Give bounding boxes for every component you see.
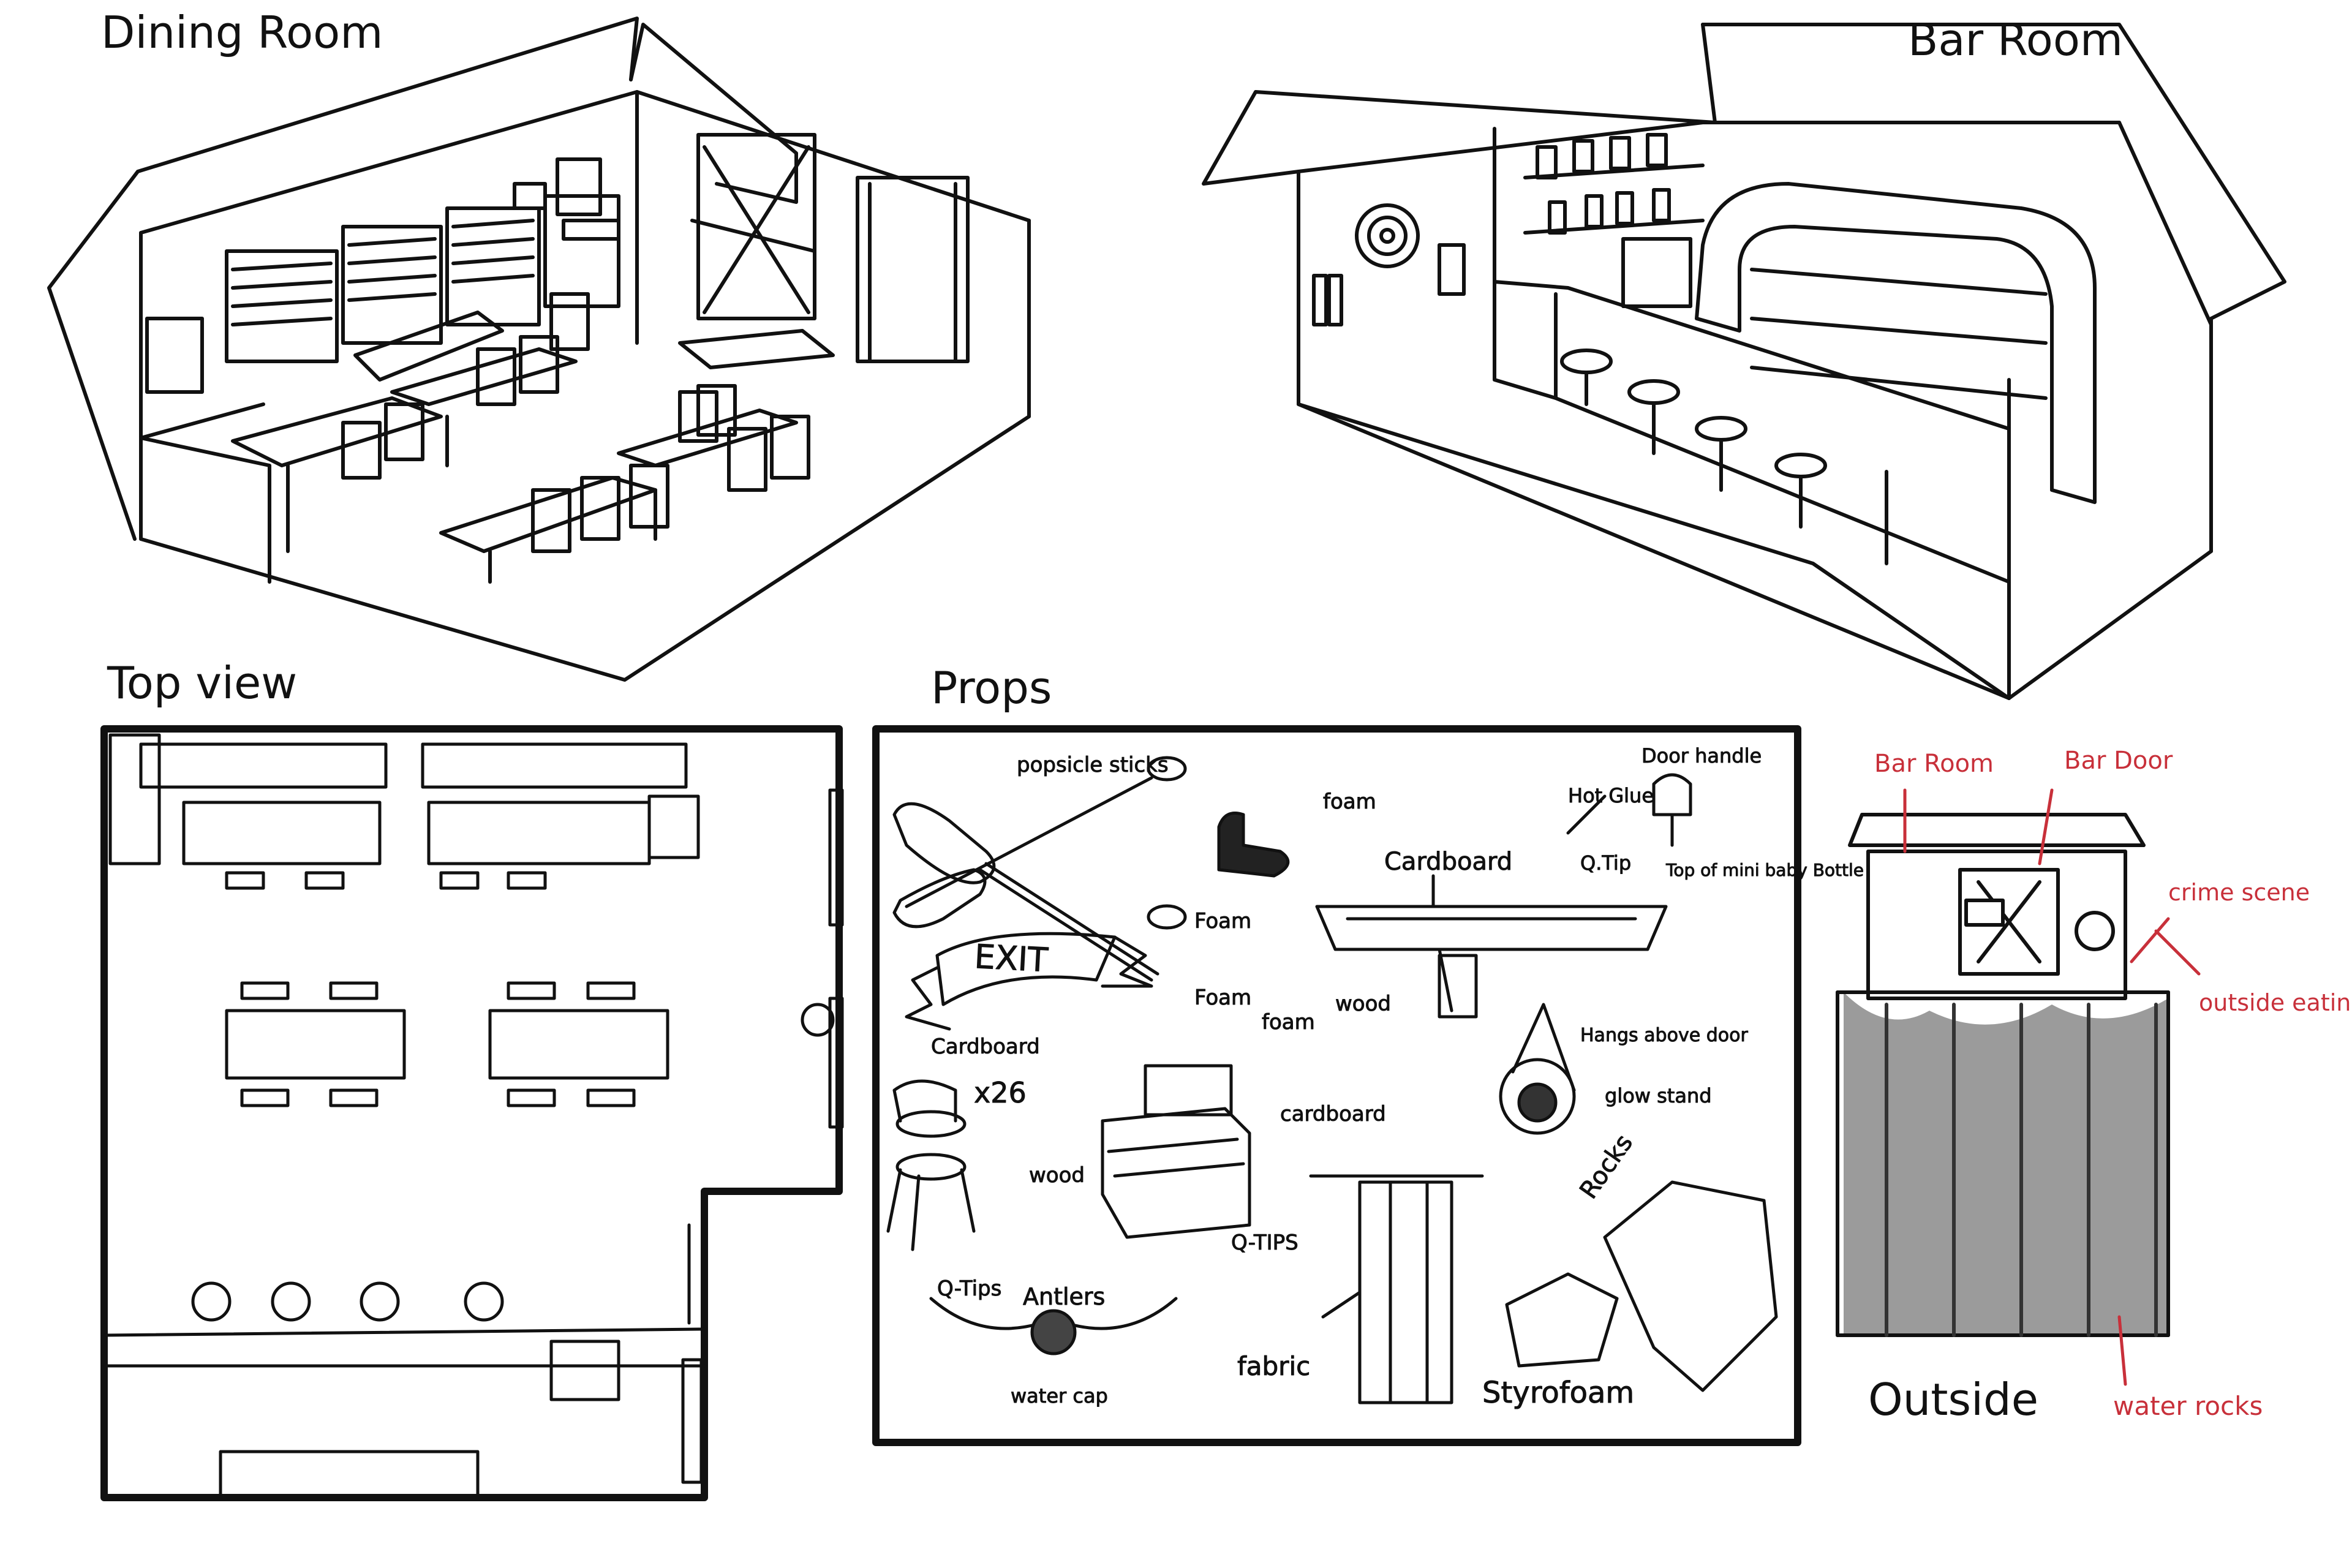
outside-title: Outside (1868, 1374, 2038, 1425)
bar-room-sketch (1202, 23, 2286, 700)
prop-label-popsicle-sticks: popsicle sticks (1017, 753, 1169, 777)
prop-label-door-handle: Door handle (1642, 744, 1762, 767)
prop-label-top-of-bottle: Top of mini baby Bottle (1665, 860, 1864, 880)
prop-label-fabric: fabric (1237, 1351, 1310, 1381)
prop-label-foam-left: foam (1262, 1010, 1315, 1035)
prop-label-exit-foam: Foam (1194, 986, 1251, 1010)
prop-label-chair-count: x26 (974, 1076, 1027, 1109)
prop-label-wood-mid: wood (1335, 992, 1391, 1016)
outside-note-outside-eating: outside eating (2199, 989, 2352, 1016)
dining-room-sketch (47, 17, 1031, 682)
prop-label-register-cardboard: cardboard (1280, 1102, 1386, 1126)
prop-label-duck-foam: foam (1323, 790, 1376, 814)
prop-label-styrofoam: Styrofoam (1482, 1376, 1634, 1410)
prop-label-antlers: Antlers (1023, 1283, 1105, 1310)
outside-note-bar-room: Bar Room (1874, 750, 1994, 778)
prop-label-water-cap: water cap (1011, 1384, 1108, 1408)
prop-label-chair-wood: wood (1029, 1163, 1085, 1188)
top-view-floorplan (100, 725, 844, 1501)
prop-label-curtain-qtips: Q-TIPS (1231, 1231, 1298, 1255)
outside-note-crime-scene: crime scene (2168, 879, 2310, 906)
prop-label-hangs-above: Hangs above door (1580, 1025, 1748, 1046)
prop-label-foam-oar: Foam (1194, 909, 1251, 933)
outside-note-water-rocks: water rocks (2113, 1391, 2263, 1421)
outside-annotations (1903, 788, 2201, 1386)
prop-label-chair-cardboard: Cardboard (931, 1035, 1040, 1059)
outside-note-bar-door: Bar Door (2064, 747, 2173, 775)
prop-label-chair-qtips: Q-Tips (937, 1276, 1001, 1301)
props-title: Props (931, 662, 1052, 714)
outside-sketch (1836, 813, 2170, 1337)
bar-room-title: Bar Room (1908, 14, 2123, 66)
prop-label-glow-stand: glow stand (1605, 1084, 1712, 1107)
prop-label-exit-sign: EXIT (973, 937, 1049, 979)
prop-label-cardboard-top: Cardboard (1384, 848, 1512, 876)
prop-label-hot-glue: Hot Glue (1568, 784, 1654, 807)
top-view-title: Top view (107, 657, 297, 709)
dining-room-title: Dining Room (101, 7, 383, 58)
prop-label-qtip: Q.Tip (1580, 851, 1631, 875)
